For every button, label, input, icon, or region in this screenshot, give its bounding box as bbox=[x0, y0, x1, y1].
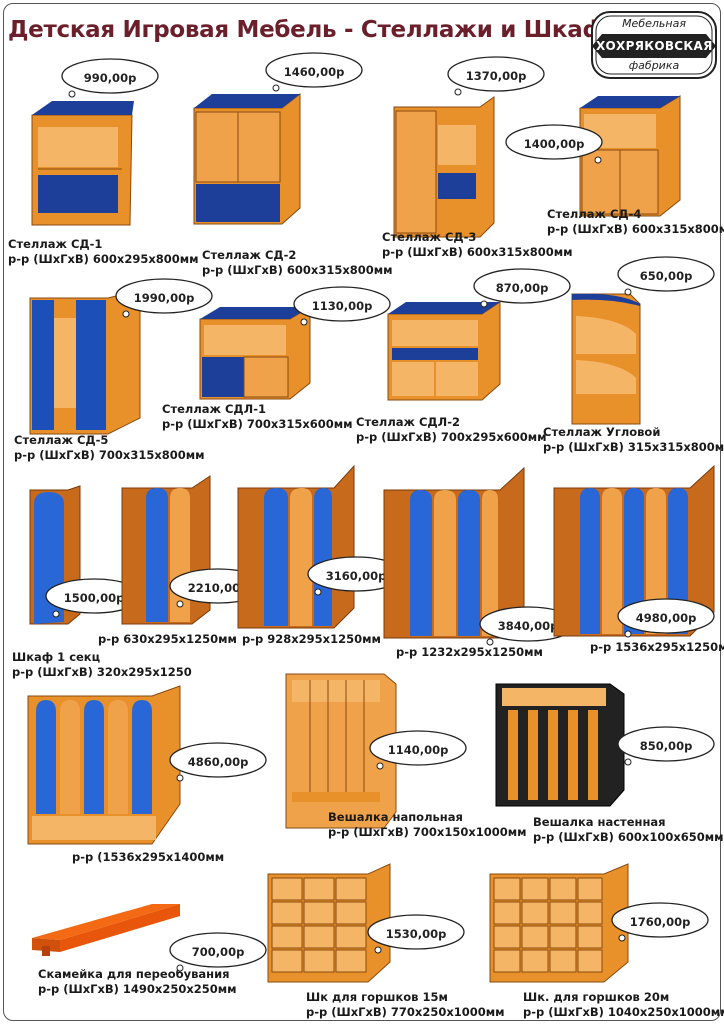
low-shelf-drawing bbox=[387, 301, 501, 401]
price-bubble-wardrobe-tall: 4860,00р bbox=[166, 740, 270, 784]
wardrobe-tall-drawing bbox=[27, 685, 181, 845]
potty-cabinet-20-drawing bbox=[489, 863, 629, 983]
product-wardrobe-2-label: р-р 630х295х1250мм bbox=[98, 632, 237, 646]
price-bubble-wardrobe-3: 3160,00р bbox=[304, 554, 408, 598]
price-bubble-sd5: 1990,00р bbox=[112, 276, 216, 320]
wall-hanger-drawing bbox=[495, 683, 625, 807]
page-title: Детская Игровая Мебель - Стеллажи и Шкаф… bbox=[8, 17, 626, 43]
page-frame bbox=[3, 3, 721, 1021]
floor-hanger-drawing bbox=[285, 673, 397, 829]
wardrobe-3-section-drawing bbox=[237, 464, 355, 629]
price-bubble-sd2: 1460,00р bbox=[262, 50, 366, 94]
corner-shelf-drawing bbox=[571, 293, 641, 425]
low-cabinet-drawing bbox=[199, 306, 311, 400]
potty-cabinet-15-drawing bbox=[267, 863, 391, 983]
product-wardrobe-4-label: р-р 1232х295х1250мм bbox=[396, 645, 543, 659]
logo-text-top: Мебельная bbox=[622, 17, 686, 30]
price-bubble-wardrobe-4: 3840,00р bbox=[476, 604, 580, 648]
logo-text-bottom: фабрика bbox=[628, 59, 680, 72]
cabinet-half-open-drawing bbox=[393, 96, 495, 238]
logo-emblem-shape bbox=[591, 11, 717, 79]
bench-drawing bbox=[32, 904, 180, 956]
price-bubble-wardrobe-5: 4980,00р bbox=[614, 596, 718, 640]
factory-logo: Мебельная ХОХРЯКОВСКАЯ фабрика bbox=[590, 10, 718, 80]
shelf-open-drawing bbox=[31, 101, 134, 226]
price-bubble-sdl1: 1130,00р bbox=[290, 284, 394, 328]
cabinet-blue-doors-drawing bbox=[29, 289, 141, 435]
product-wardrobe-5-label: р-р 1536х295х1250мм bbox=[590, 640, 724, 654]
product-wardrobe-3-label: р-р 928х295х1250мм bbox=[242, 632, 381, 646]
price-bubble-sd1: 990,00р bbox=[58, 56, 162, 100]
product-wardrobe-tall-label: р-р (1536х295х1400мм bbox=[72, 850, 225, 864]
price-bubble-sdl2: 870,00р bbox=[470, 266, 574, 310]
price-bubble-hanger-wall: 850,00р bbox=[614, 724, 718, 768]
wardrobe-4-section-drawing bbox=[383, 466, 525, 639]
price-bubble-hanger-floor: 1140,00р bbox=[366, 728, 470, 772]
price-bubble-sd3: 1370,00р bbox=[444, 54, 548, 98]
price-bubble-potty-20: 1760,00р bbox=[608, 900, 712, 944]
cabinet-doors-drawer-drawing bbox=[193, 92, 301, 225]
price-bubble-bench: 700,00р bbox=[166, 930, 270, 974]
logo-text-middle: ХОХРЯКОВСКАЯ bbox=[596, 39, 713, 53]
price-bubble-corner: 650,00р bbox=[614, 254, 718, 298]
wardrobe-5-section-drawing bbox=[553, 464, 715, 637]
price-bubble-potty-15: 1530,00р bbox=[364, 912, 468, 956]
price-bubble-sd4: 1400,00р bbox=[502, 122, 606, 166]
cabinet-top-open-drawing bbox=[579, 95, 681, 217]
